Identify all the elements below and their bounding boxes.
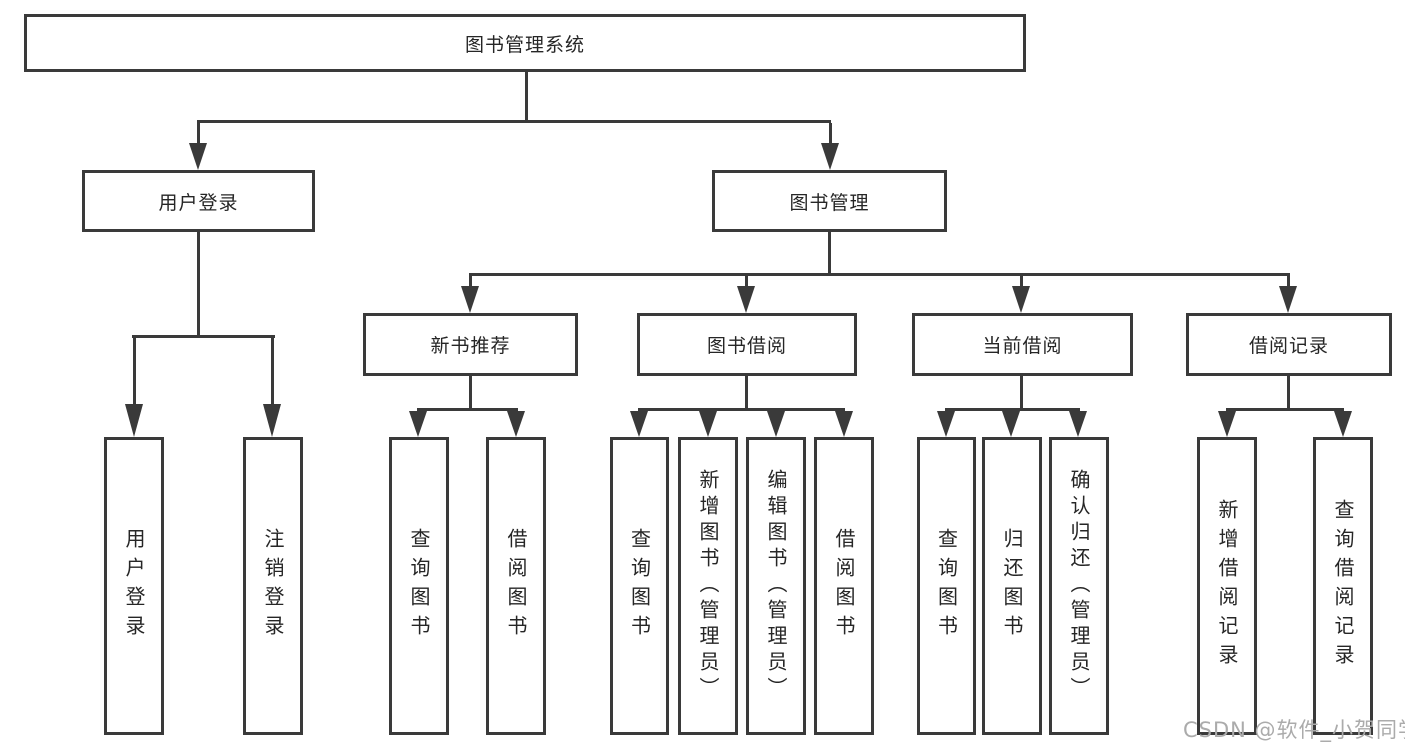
connector-line <box>469 376 472 408</box>
arrow-down-icon <box>630 411 648 437</box>
leaf-query-books-recommend: 查询图书 <box>389 437 449 735</box>
leaf-edit-books-admin: 编辑图书（管理员） <box>746 437 806 735</box>
connector-line <box>132 335 275 338</box>
arrow-down-icon <box>767 411 785 437</box>
leaf-logout: 注销登录 <box>243 437 303 735</box>
leaf-confirm-return-admin: 确认归还（管理员） <box>1049 437 1109 735</box>
arrow-down-icon <box>1012 286 1030 313</box>
leaf-return-books: 归还图书 <box>982 437 1042 735</box>
connector-line <box>638 408 845 411</box>
connector-line <box>1287 376 1290 408</box>
connector-line <box>829 123 832 145</box>
leaf-query-books-current: 查询图书 <box>917 437 976 735</box>
connector-line <box>197 123 200 145</box>
node-library-management-system: 图书管理系统 <box>24 14 1026 72</box>
node-new-book-recommendation: 新书推荐 <box>363 313 578 376</box>
connector-line <box>745 276 748 286</box>
arrow-down-icon <box>409 411 427 437</box>
leaf-borrow-books-recommend: 借阅图书 <box>486 437 546 735</box>
arrow-down-icon <box>461 286 479 313</box>
connector-line <box>945 408 1080 411</box>
arrow-down-icon <box>1069 411 1087 437</box>
arrow-down-icon <box>699 411 717 437</box>
leaf-query-borrow-record: 查询借阅记录 <box>1313 437 1373 735</box>
node-current-borrowing: 当前借阅 <box>912 313 1133 376</box>
node-book-management: 图书管理 <box>712 170 947 232</box>
node-book-borrowing: 图书借阅 <box>637 313 857 376</box>
connector-line <box>469 273 1290 276</box>
arrow-down-icon <box>1279 286 1297 313</box>
connector-line <box>1020 276 1023 286</box>
arrow-down-icon <box>189 143 207 170</box>
node-user-login: 用户登录 <box>82 170 315 232</box>
connector-line <box>745 376 748 408</box>
arrow-down-icon <box>835 411 853 437</box>
connector-line <box>271 338 274 404</box>
connector-line <box>197 232 200 335</box>
arrow-down-icon <box>507 411 525 437</box>
arrow-down-icon <box>1002 411 1020 437</box>
connector-line <box>469 276 472 286</box>
connector-line <box>1287 276 1290 286</box>
arrow-down-icon <box>1334 411 1352 437</box>
arrow-down-icon <box>263 404 281 437</box>
arrow-down-icon <box>125 404 143 437</box>
connector-line <box>525 72 528 120</box>
node-borrowing-records: 借阅记录 <box>1186 313 1392 376</box>
leaf-add-borrow-record: 新增借阅记录 <box>1197 437 1257 735</box>
arrow-down-icon <box>937 411 955 437</box>
connector-line <box>133 338 136 404</box>
leaf-borrow-books: 借阅图书 <box>814 437 874 735</box>
arrow-down-icon <box>1218 411 1236 437</box>
connector-line <box>1020 376 1023 408</box>
leaf-user-login: 用户登录 <box>104 437 164 735</box>
connector-line <box>417 408 518 411</box>
arrow-down-icon <box>821 143 839 170</box>
connector-line <box>197 120 831 123</box>
arrow-down-icon <box>737 286 755 313</box>
connector-line <box>828 232 831 273</box>
connector-line <box>1226 408 1344 411</box>
leaf-query-books-borrow: 查询图书 <box>610 437 669 735</box>
leaf-add-books-admin: 新增图书（管理员） <box>678 437 738 735</box>
watermark: CSDN @软件_小贺同学 <box>1183 718 1405 742</box>
